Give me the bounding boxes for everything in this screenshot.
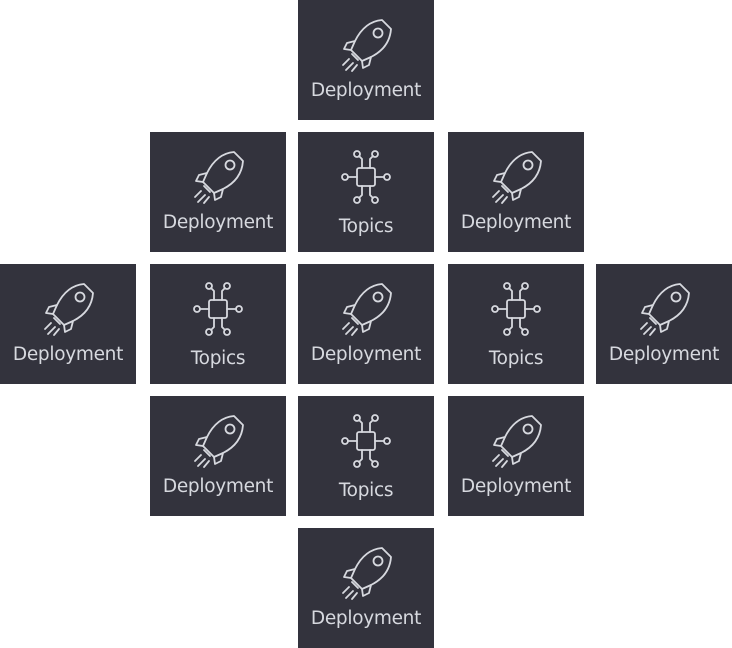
tile-label: Deployment: [310, 608, 422, 629]
tile-label: Deployment: [12, 344, 124, 365]
tile-deployment[interactable]: Deployment: [298, 528, 434, 648]
tile-label: Deployment: [162, 212, 274, 233]
rocket-icon: [0, 278, 136, 340]
tile-topics[interactable]: Topics: [298, 396, 434, 516]
tile-deployment[interactable]: Deployment: [298, 264, 434, 384]
rocket-icon: [448, 146, 584, 208]
tile-label: Topics: [488, 348, 544, 369]
tile-label: Topics: [190, 348, 246, 369]
tile-deployment[interactable]: Deployment: [150, 132, 286, 252]
rocket-icon: [150, 146, 286, 208]
chip-network-icon: [150, 278, 286, 340]
rocket-icon: [298, 14, 434, 76]
rocket-icon: [596, 278, 732, 340]
tile-deployment[interactable]: Deployment: [0, 264, 136, 384]
tile-label: Deployment: [460, 212, 572, 233]
rocket-icon: [448, 410, 584, 472]
tile-label: Topics: [338, 216, 394, 237]
rocket-icon: [298, 278, 434, 340]
tile-deployment[interactable]: Deployment: [150, 396, 286, 516]
tile-label: Topics: [338, 480, 394, 501]
tile-topics[interactable]: Topics: [298, 132, 434, 252]
rocket-icon: [298, 542, 434, 604]
tile-deployment[interactable]: Deployment: [298, 0, 434, 120]
tile-label: Deployment: [608, 344, 720, 365]
tile-label: Deployment: [310, 344, 422, 365]
tile-label: Deployment: [460, 476, 572, 497]
chip-network-icon: [448, 278, 584, 340]
chip-network-icon: [298, 146, 434, 208]
tile-deployment[interactable]: Deployment: [448, 396, 584, 516]
tile-label: Deployment: [310, 80, 422, 101]
tile-deployment[interactable]: Deployment: [596, 264, 732, 384]
rocket-icon: [150, 410, 286, 472]
tile-label: Deployment: [162, 476, 274, 497]
tile-topics[interactable]: Topics: [448, 264, 584, 384]
tile-deployment[interactable]: Deployment: [448, 132, 584, 252]
chip-network-icon: [298, 410, 434, 472]
tile-topics[interactable]: Topics: [150, 264, 286, 384]
